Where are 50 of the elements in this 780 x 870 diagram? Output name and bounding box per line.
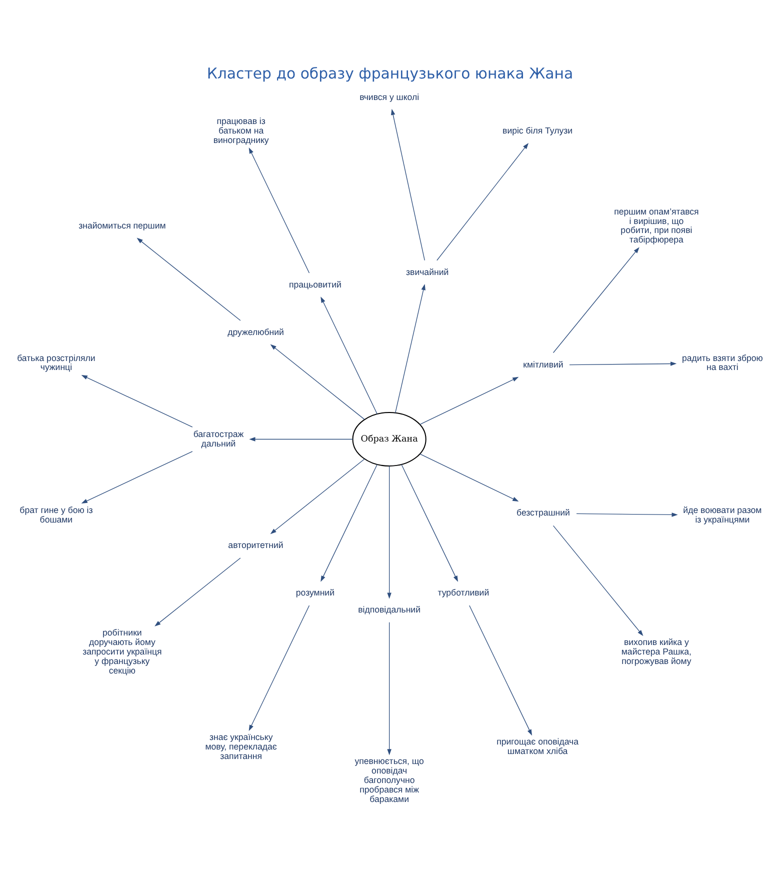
arrow <box>401 464 458 582</box>
arrow <box>569 361 677 366</box>
arrow <box>154 557 241 626</box>
node-text: брат гине у бою із бошами <box>20 504 93 524</box>
node-text: багатостраж дальний <box>193 428 244 448</box>
node-text: знайомиться першим <box>78 220 166 230</box>
node-text: авторитетний <box>228 540 284 550</box>
arrow <box>248 146 310 273</box>
arrow <box>248 604 310 730</box>
node-text: звичайний <box>406 266 449 276</box>
arrow <box>270 458 365 534</box>
node-text: виріс біля Тулузи <box>502 125 573 136</box>
arrow <box>552 246 640 353</box>
diagram-title: Кластер до образу французького юнака Жана <box>206 64 574 82</box>
node-text: робітники доручають йому запросити українця у французьку секцію <box>82 627 162 676</box>
node-text: працьовитий <box>288 279 342 290</box>
node-text: першим опам’ятався і вирішив, що робити, при появі табірфюрера <box>614 206 699 244</box>
arrow <box>395 284 426 413</box>
arrow <box>270 344 365 420</box>
node-text: відповідальний <box>358 604 421 614</box>
arrow <box>420 453 519 502</box>
arrow <box>320 296 378 414</box>
arrow <box>320 464 378 582</box>
arrow <box>387 465 392 598</box>
node-ellipse: Образ Жана <box>352 411 426 466</box>
node-text: вчився у школі <box>360 91 420 102</box>
node-text: батька розстріляли чужинці <box>17 352 96 372</box>
arrow <box>552 524 644 636</box>
node-text: знає українську мову, перекладає запитання <box>205 731 277 760</box>
arrow <box>249 436 353 441</box>
arrow <box>387 622 392 755</box>
node-text: працював із батьком на винограднику <box>213 116 269 145</box>
node-text: дружелюбний <box>228 326 284 337</box>
arrow <box>436 142 529 260</box>
node-text: йде воювати разом із українцями <box>683 504 762 524</box>
node-text: вихопив кийка у майстера Рашка, погрожував йому <box>621 636 692 666</box>
node-text: упевнюється, що оповідач багополучно пробрався між бараками <box>354 756 424 804</box>
arrow <box>469 604 532 736</box>
arrow <box>390 108 425 260</box>
arrow <box>576 512 678 516</box>
node-text: радить взяти зброю на вахті <box>682 352 763 372</box>
node-text: розумний <box>296 586 334 597</box>
node-text: пригощає оповідача шматком хліба <box>496 736 579 756</box>
node-text: безстрашний <box>516 507 570 518</box>
node-text: кмітливий <box>523 358 564 369</box>
arrow <box>420 376 519 424</box>
arrow <box>136 237 241 320</box>
arrow <box>81 450 193 503</box>
arrow <box>81 374 193 427</box>
node-text: турботливий <box>438 586 490 597</box>
